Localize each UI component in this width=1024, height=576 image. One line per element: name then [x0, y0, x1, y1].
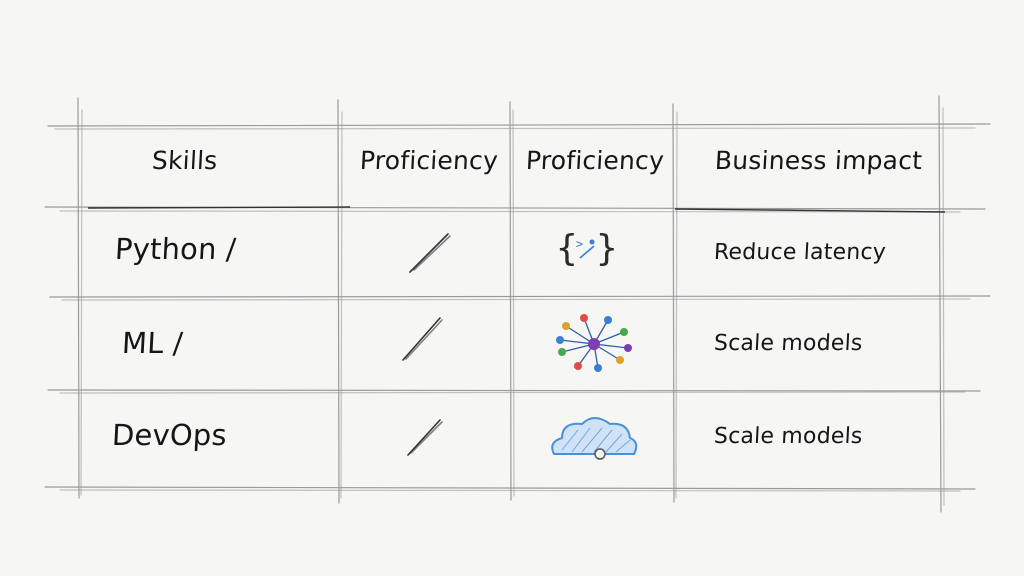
row-impact-ml: Scale models [713, 331, 864, 356]
code-brackets-icon: { } > [556, 228, 618, 269]
row-impact-devops: Scale models [713, 424, 864, 449]
row-skill-python: Python / [114, 232, 238, 266]
svg-text:}: } [596, 228, 618, 269]
proficiency-slash-mark [409, 233, 449, 273]
svg-text:{: { [556, 228, 578, 269]
proficiency-slash-mark [407, 419, 441, 456]
header-proficiency-1: Proficiency [359, 146, 499, 175]
row-skill-devops: DevOps [111, 418, 228, 452]
svg-text:>: > [576, 237, 583, 251]
row-impact-python: Reduce latency [713, 240, 887, 265]
network-graph-icon [556, 314, 632, 372]
header-proficiency-2: Proficiency [525, 146, 665, 175]
header-business-impact: Business impact [714, 146, 923, 175]
header-skills: Skills [151, 146, 219, 175]
cloud-icon [551, 417, 638, 460]
proficiency-slash-mark [402, 317, 441, 361]
row-skill-ml: ML / [121, 326, 184, 360]
